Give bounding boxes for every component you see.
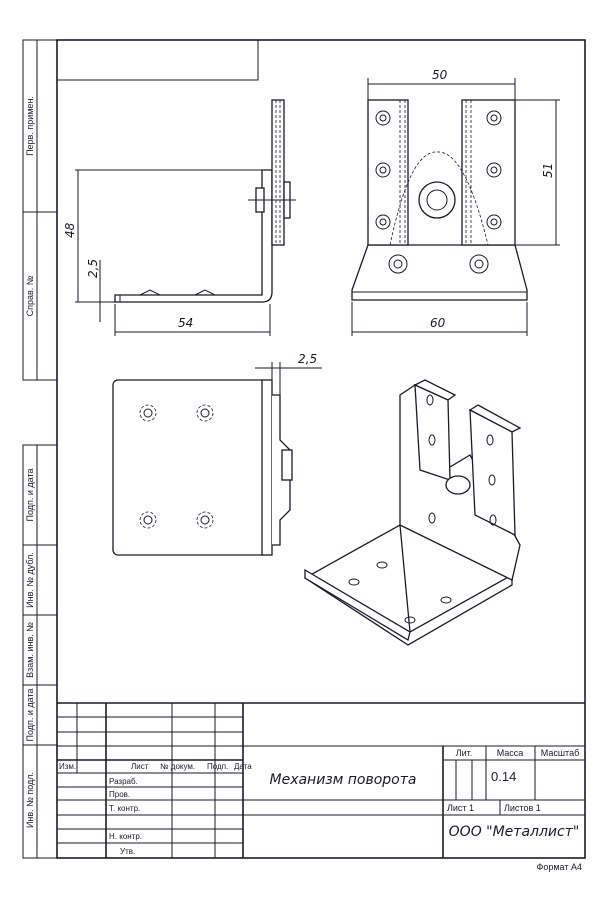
role-label: Разраб. (109, 777, 138, 786)
lit-label: Лит. (456, 748, 473, 758)
left-strip: Перв. примен. Справ. № Подп. и дата Инв.… (22, 39, 58, 859)
top-left-box (56, 39, 259, 81)
header-list: Лист (131, 762, 149, 771)
scale-label: Масштаб (541, 748, 580, 758)
side-label: Инв. № подл. (25, 772, 35, 828)
role-label: Т. контр. (109, 804, 140, 813)
role-label: Пров. (109, 790, 130, 799)
header-izm: Изм. (59, 762, 76, 771)
sheets-total: Листов 1 (504, 803, 541, 813)
header-doc: № докум. (160, 762, 195, 771)
header-sign: Подп. (207, 762, 228, 771)
side-label: Справ. № (25, 275, 35, 316)
header-date: Дата (234, 762, 252, 771)
side-holes (139, 404, 214, 529)
dim-front-thickness: 2,5 (86, 259, 100, 278)
format-label: Формат А4 (537, 862, 582, 872)
dim-side-thickness: 2,5 (298, 352, 317, 366)
side-label: Перв. примен. (25, 96, 35, 156)
dim-top-base: 60 (430, 316, 446, 330)
isometric-view (303, 379, 522, 646)
role-label: Утв. (120, 847, 135, 856)
front-view: 48 2,5 54 (63, 99, 296, 336)
title-block: Изм. Лист № докум. Подп. Дата Разраб. Пр… (57, 702, 585, 872)
side-label: Взам. инв. № (25, 622, 35, 678)
dim-front-height: 48 (63, 222, 77, 238)
drawing-title: Механизм поворота (270, 772, 417, 788)
side-label: Подп. и дата (25, 688, 35, 741)
sheet-number: Лист 1 (447, 803, 474, 813)
side-label: Инв. № дубл. (25, 552, 35, 608)
dim-top-height: 51 (541, 163, 555, 178)
top-view: 50 51 60 (351, 68, 560, 336)
company-name: ООО "Металлист" (449, 824, 580, 840)
mass-label: Масса (497, 748, 524, 758)
role-label: Н. контр. (109, 832, 142, 841)
mass-value: 0.14 (491, 769, 516, 784)
side-label: Подп. и дата (25, 468, 35, 521)
side-view: 2,5 (112, 352, 322, 556)
dim-front-length: 54 (178, 316, 193, 330)
dim-top-width: 50 (432, 68, 448, 82)
